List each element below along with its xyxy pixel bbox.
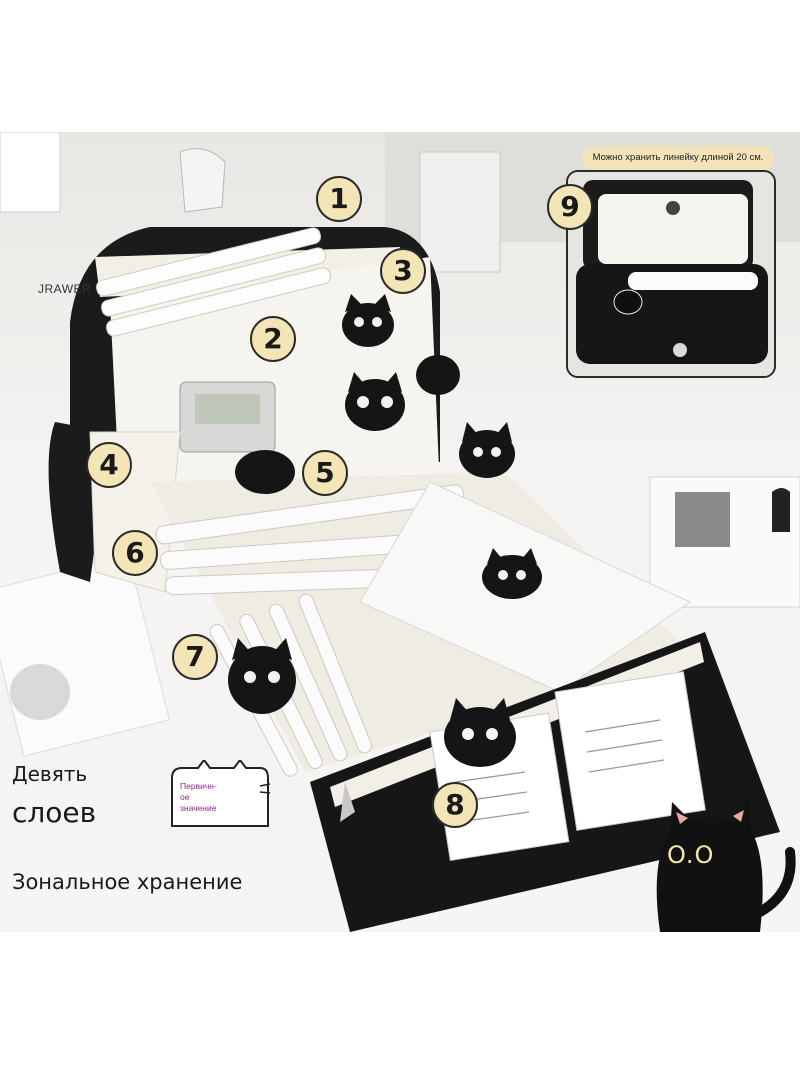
badge-line-1: Первичн- (180, 781, 217, 791)
cat-badge-icon (171, 760, 270, 827)
corner-cat-illustration (656, 800, 796, 932)
photo-card (675, 492, 730, 547)
calendar-prop (0, 132, 61, 213)
caption-layers: слоев (12, 796, 97, 829)
marker-6: 6 (112, 530, 158, 576)
badge-text: Первичн- ое значение (180, 781, 240, 814)
pencil-case-illustration (0, 132, 800, 932)
clip-prop (179, 148, 226, 213)
marker-7: 7 (172, 634, 218, 680)
calculator-screen (195, 394, 260, 424)
marker-1: 1 (316, 176, 362, 222)
marker-3: 3 (380, 248, 426, 294)
badge-line-2: ое (180, 792, 190, 802)
drawer-prop (419, 151, 501, 273)
caption-nine: Девять (12, 762, 88, 786)
cat-sticker-prop (10, 664, 70, 720)
inset-photo (566, 170, 776, 378)
marker-9: 9 (547, 184, 593, 230)
memo-pad-right (554, 671, 706, 831)
marker-2: 2 (250, 316, 296, 362)
inset-case-illustration (568, 172, 774, 376)
marker-8: 8 (432, 782, 478, 828)
brand-label: JRAWER (38, 282, 92, 296)
cat-charm-eyes (244, 317, 526, 740)
cat-photo-card (772, 488, 790, 532)
upper-pens (95, 227, 332, 337)
ruler-note: Можно хранить линейку длиной 20 см. (582, 146, 774, 170)
marker-5: 5 (302, 450, 348, 496)
snap-button-icon (666, 201, 680, 215)
marker-4: 4 (86, 442, 132, 488)
zipper-pull-icon (340, 782, 355, 822)
black-cat-charm-icon (228, 294, 542, 767)
corner-cat-eyes: O.O (667, 841, 715, 869)
caption-zonal-storage: Зональное хранение (12, 870, 243, 894)
badge-line-3: значение (180, 803, 217, 813)
